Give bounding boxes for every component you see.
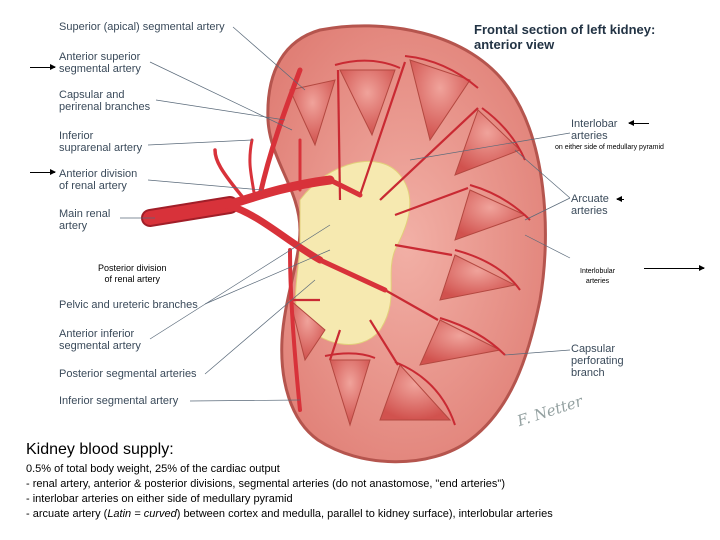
annotation-interlobular-arteries: Interlobular arteries bbox=[580, 268, 616, 285]
label-pelvic-ureteric-branches: Pelvic and ureteric branches bbox=[59, 299, 198, 311]
label-capsular-perforating-branch: Capsular perforating branch bbox=[571, 343, 624, 379]
interlobar-arteries bbox=[292, 61, 479, 366]
caption-line-1: 0.5% of total body weight, 25% of the ca… bbox=[26, 463, 280, 475]
pyramid bbox=[379, 364, 452, 421]
pyramid bbox=[329, 359, 371, 427]
pyramid bbox=[454, 109, 521, 176]
pyramid bbox=[409, 59, 471, 142]
label-interlobar-arteries: Interlobar arteries bbox=[571, 118, 618, 142]
label-inferior-segmental-artery: Inferior segmental artery bbox=[59, 395, 179, 407]
pyramid bbox=[439, 254, 517, 301]
label-anterior-superior-segmental-artery: Anterior superior segmental artery bbox=[59, 51, 141, 75]
arrow-right-icon bbox=[644, 265, 705, 271]
label-anterior-inferior-segmental-artery: Anterior inferior segmental artery bbox=[59, 328, 141, 352]
arrow-left-icon bbox=[628, 120, 649, 126]
pyramid bbox=[339, 69, 396, 137]
figure-title: Frontal section of left kidney: anterior… bbox=[474, 22, 655, 52]
medullary-pyramids bbox=[289, 59, 527, 427]
label-capsular-perirenal-branches: Capsular and perirenal branches bbox=[59, 89, 151, 113]
pyramid bbox=[454, 189, 527, 241]
label-arcuate-arteries: Arcuate arteries bbox=[571, 193, 609, 217]
figure-title-line2: anterior view bbox=[474, 37, 555, 52]
figure-title-line1: Frontal section of left kidney: bbox=[474, 22, 656, 37]
pyramid bbox=[419, 319, 502, 366]
label-main-renal-artery: Main renal artery bbox=[59, 208, 111, 232]
label-posterior-segmental-arteries: Posterior segmental arteries bbox=[59, 368, 197, 380]
caption-line-3: - interlobar arteries on either side of … bbox=[26, 493, 293, 505]
label-inferior-suprarenal-artery: Inferior suprarenal artery bbox=[59, 130, 143, 154]
arrow-right-icon bbox=[30, 64, 56, 70]
caption-line-2: - renal artery, anterior & posterior div… bbox=[26, 478, 505, 490]
caption-heading: Kidney blood supply: bbox=[26, 441, 174, 458]
pyramid bbox=[289, 79, 336, 147]
arrow-right-icon bbox=[30, 169, 56, 175]
label-anterior-division-renal-artery: Anterior division of renal artery bbox=[59, 168, 138, 192]
arrow-left-icon bbox=[616, 196, 624, 202]
caption-line-4: - arcuate artery (Latin = curved) betwee… bbox=[26, 508, 553, 520]
pyramid bbox=[289, 298, 326, 362]
arcuate-arteries bbox=[324, 55, 531, 426]
annotation-posterior-division: Posterior division of renal artery bbox=[98, 263, 167, 284]
label-superior-apical-segmental-artery: Superior (apical) segmental artery bbox=[59, 21, 225, 33]
annotation-interlobar-note: on either side of medullary pyramid bbox=[555, 144, 664, 151]
renal-artery-tree bbox=[141, 67, 388, 412]
leader-lines bbox=[120, 26, 571, 402]
